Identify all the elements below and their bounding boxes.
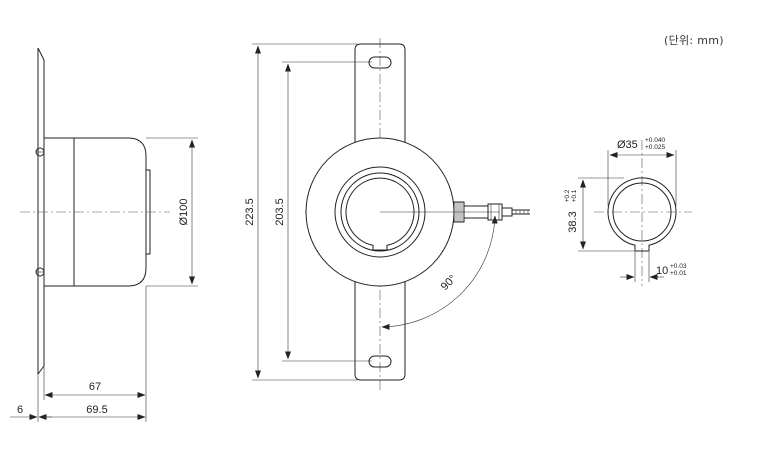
dim-bore-tol-lower: +0.025	[645, 144, 665, 151]
unit-note: (단위: mm)	[664, 34, 724, 47]
dim-key-width-tol-lower: +0.01	[670, 270, 687, 277]
dim-side-length-67: 67	[89, 381, 101, 393]
dim-key-height-tol-lower: +0.1	[571, 189, 578, 202]
dim-angle: 90°	[439, 273, 459, 293]
shaft-detail: Ø35 +0.040 +0.025 38.3 +0.2 +0.1 10 +0.0…	[564, 137, 692, 286]
dim-side-length-69-5: 69.5	[86, 404, 107, 416]
screw-icon	[35, 147, 45, 157]
dim-front-hole-pitch: 203.5	[274, 198, 286, 226]
dim-bore: Ø35	[617, 139, 638, 151]
mounting-slot-bottom	[368, 355, 392, 368]
dim-key-height: 38.3	[567, 211, 579, 232]
dim-key-width: 10	[656, 265, 668, 277]
dim-front-total: 223.5	[244, 198, 256, 226]
bore-profile	[607, 177, 677, 252]
front-view: 223.5 203.5 90°	[244, 38, 530, 390]
mounting-slot-top	[368, 56, 392, 69]
screw-icon	[35, 267, 45, 277]
dim-bore-tol-upper: +0.040	[645, 137, 665, 144]
side-view: Ø100 67 69.5 6	[10, 47, 198, 422]
dim-key-width-tol-upper: +0.03	[670, 263, 687, 270]
dim-side-diameter: Ø100	[178, 199, 190, 226]
dim-key-height-tol-upper: +0.2	[564, 189, 571, 202]
dim-side-flange-6: 6	[17, 404, 23, 416]
